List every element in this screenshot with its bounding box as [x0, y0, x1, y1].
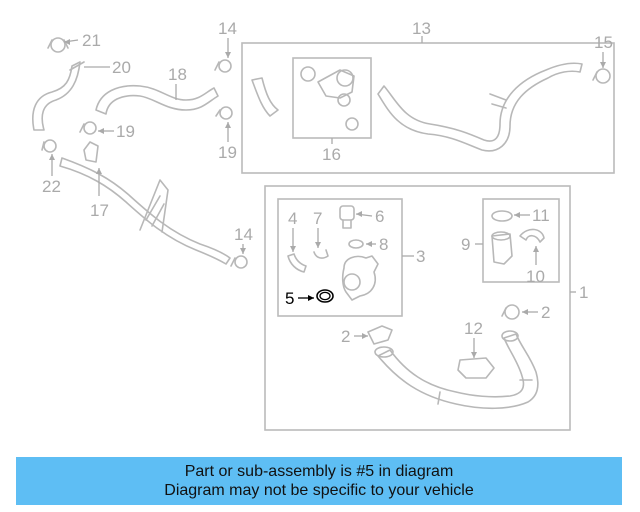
assembly-16-box [292, 57, 372, 139]
clamp-2-left [367, 325, 393, 345]
callout-8: 8 [379, 235, 388, 254]
bracket-12 [457, 357, 495, 379]
seal-ring-5 [316, 289, 334, 303]
seal-8 [348, 239, 364, 249]
leader-arrowheads [49, 39, 606, 358]
clamp-21 [47, 37, 69, 53]
callout-13: 13 [412, 19, 431, 38]
banner-line-1: Part or sub-assembly is #5 in diagram [184, 463, 454, 480]
clamp-14-top [214, 59, 232, 73]
hose-13-main [377, 62, 583, 152]
callout-21: 21 [82, 31, 101, 50]
clamp-14-bottom [230, 255, 248, 269]
clamp-22 [41, 139, 57, 153]
clamp-2-right [501, 304, 520, 320]
hose-13-left [251, 77, 279, 117]
housing-3 [341, 255, 379, 301]
callout-18: 18 [168, 65, 187, 84]
callout-11: 11 [532, 206, 550, 225]
callout-2-right: 2 [541, 303, 550, 322]
callout-19-left: 19 [116, 122, 135, 141]
callout-12: 12 [464, 319, 483, 338]
leader-5-arrowhead [308, 295, 314, 301]
clamp-19-right [215, 106, 233, 120]
hose-20 [32, 61, 85, 131]
callout-9: 9 [461, 235, 470, 254]
hose-1 [374, 330, 539, 410]
clip-7 [313, 249, 329, 259]
sensor-6 [339, 205, 355, 229]
clip-4 [287, 253, 307, 273]
clamp-15 [592, 68, 611, 84]
info-banner: Part or sub-assembly is #5 in diagram Di… [16, 457, 622, 505]
callout-10: 10 [526, 267, 545, 286]
connector-9 [491, 231, 513, 265]
callout-15: 15 [594, 33, 613, 52]
callout-1: 1 [579, 283, 588, 302]
callout-22: 22 [42, 177, 61, 196]
valve-16 [300, 66, 359, 131]
clip-10 [519, 228, 545, 243]
seal-11 [491, 210, 513, 222]
callout-19-right: 19 [218, 143, 237, 162]
pipe-17 [59, 141, 231, 265]
callout-6: 6 [375, 207, 384, 226]
callout-4: 4 [288, 209, 297, 228]
callout-2-left: 2 [341, 327, 350, 346]
callout-3: 3 [416, 247, 425, 266]
callout-14-top: 14 [218, 19, 237, 38]
callout-17: 17 [90, 201, 109, 220]
callout-14-bottom: 14 [234, 225, 253, 244]
banner-line-2: Diagram may not be specific to your vehi… [164, 482, 474, 499]
assembly-13-box [241, 42, 615, 174]
assembly-1-box [264, 185, 571, 431]
callout-20: 20 [112, 58, 131, 77]
callout-16: 16 [322, 145, 341, 164]
assembly-3-box [277, 198, 403, 317]
clamp-19-left [79, 121, 97, 135]
callout-7: 7 [313, 209, 322, 228]
assembly-9-box [482, 198, 560, 283]
callout-labels: 21 20 18 19 22 17 14 19 14 13 15 16 4 7 … [42, 19, 613, 346]
hose-18 [95, 84, 219, 115]
callout-5-highlighted: 5 [285, 289, 294, 308]
